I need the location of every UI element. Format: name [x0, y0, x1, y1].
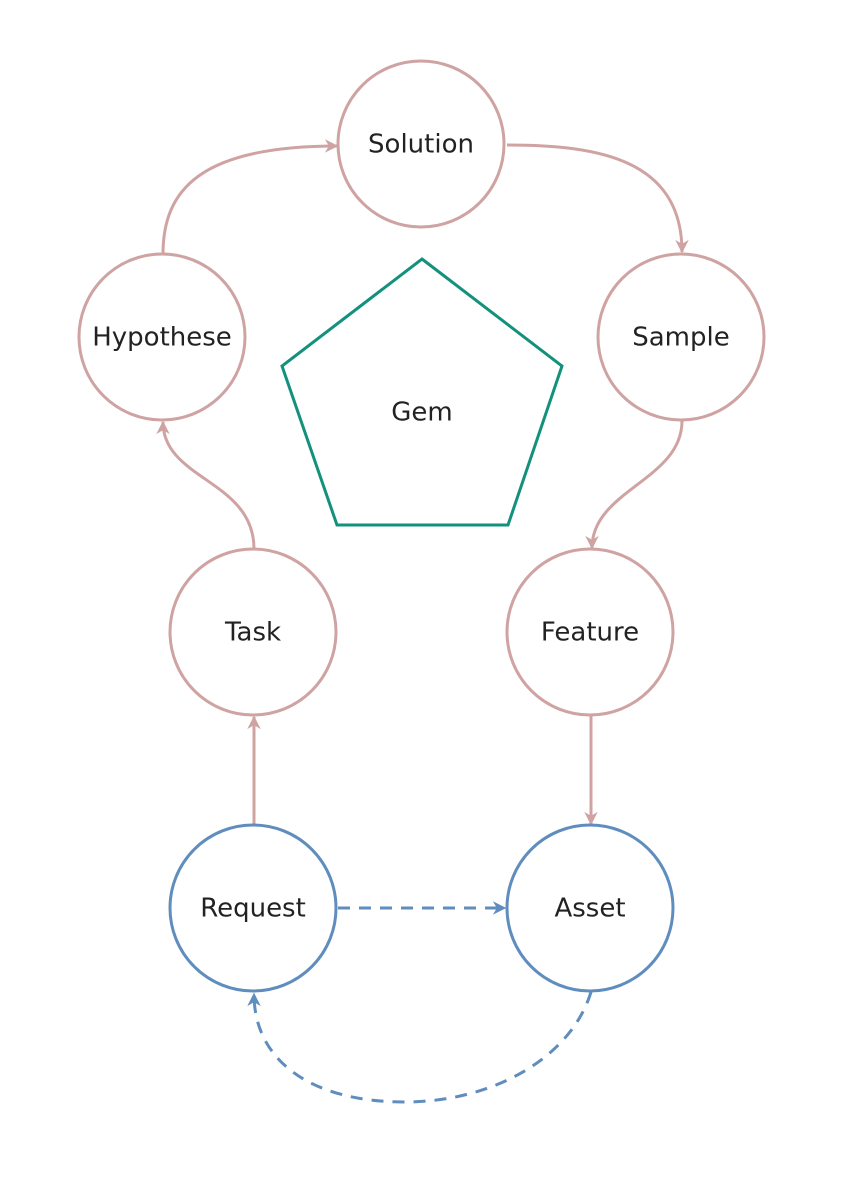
- node-hypothese-label: Hypothese: [92, 323, 232, 353]
- node-gem-label: Gem: [391, 398, 452, 428]
- node-sample-label: Sample: [632, 323, 730, 353]
- node-feature-label: Feature: [541, 618, 639, 648]
- gem-pentagon: [280, 257, 564, 527]
- node-solution: Solution: [336, 59, 506, 229]
- edge-solution-to-sample: [506, 143, 689, 254]
- edge-task-to-hypothese: [156, 420, 256, 550]
- node-asset: Asset: [505, 823, 675, 993]
- node-asset-label: Asset: [554, 894, 625, 924]
- node-solution-label: Solution: [368, 130, 474, 160]
- edge-hypothese-to-solution: [161, 139, 339, 255]
- node-hypothese: Hypothese: [77, 252, 247, 422]
- edge-sample-to-feature: [585, 420, 684, 550]
- edge-asset-to-request: [247, 991, 593, 1104]
- node-request-label: Request: [200, 894, 306, 924]
- node-request: Request: [168, 823, 338, 993]
- node-task-label: Task: [224, 618, 281, 648]
- node-task: Task: [168, 547, 338, 717]
- node-sample: Sample: [596, 252, 766, 422]
- node-feature: Feature: [505, 547, 675, 717]
- node-gem: Gem: [280, 257, 564, 527]
